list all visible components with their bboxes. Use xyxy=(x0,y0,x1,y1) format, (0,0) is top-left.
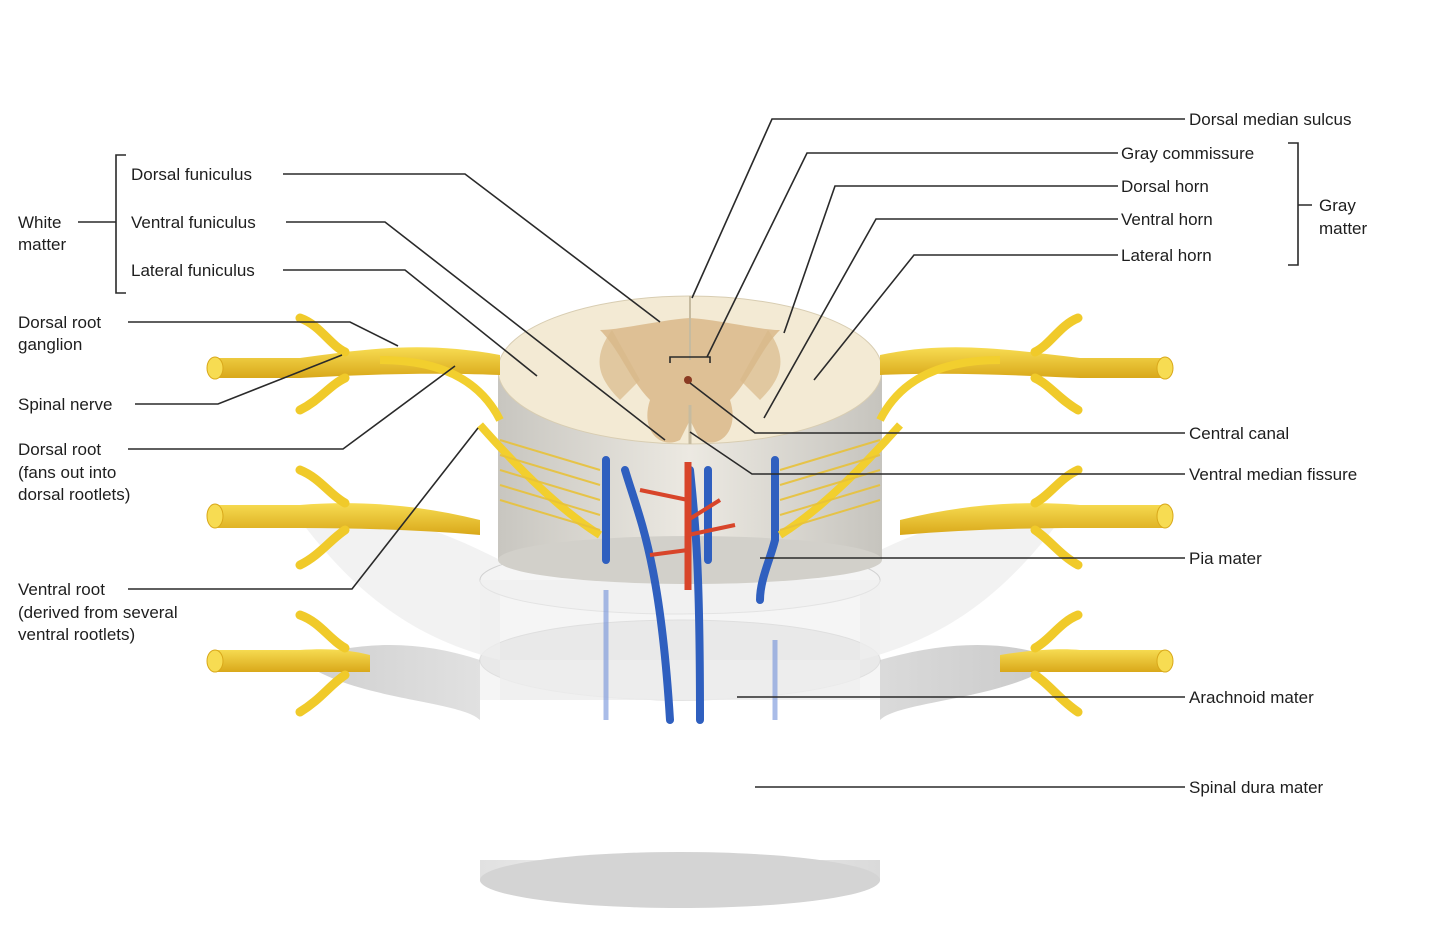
label-ventral-root: Ventral root xyxy=(18,580,105,599)
label-dorsal-root-3: dorsal rootlets) xyxy=(18,485,130,504)
label-lateral-funiculus: Lateral funiculus xyxy=(131,261,255,280)
cord-cross-section xyxy=(497,295,883,445)
label-dorsal-horn: Dorsal horn xyxy=(1121,177,1209,196)
gray-matter-bracket xyxy=(1288,142,1312,266)
label-white-matter-2: matter xyxy=(18,235,67,254)
label-ventral-root-2: (derived from several xyxy=(18,603,178,622)
label-dorsal-root-2: (fans out into xyxy=(18,463,116,482)
label-spinal-nerve: Spinal nerve xyxy=(18,395,113,414)
label-gray-matter-2: matter xyxy=(1319,219,1368,238)
label-spinal-dura-mater: Spinal dura mater xyxy=(1189,778,1324,797)
label-lateral-horn: Lateral horn xyxy=(1121,246,1212,265)
label-dorsal-root-ganglion: Dorsal root xyxy=(18,313,101,332)
white-matter-bracket xyxy=(78,154,126,294)
label-ventral-funiculus: Ventral funiculus xyxy=(131,213,256,232)
label-dorsal-root-ganglion-2: ganglion xyxy=(18,335,82,354)
gray-commissure-bracket xyxy=(669,356,711,363)
label-gray-commissure: Gray commissure xyxy=(1121,144,1254,163)
label-ventral-root-3: ventral rootlets) xyxy=(18,625,135,644)
label-dorsal-root: Dorsal root xyxy=(18,440,101,459)
blood-vessels xyxy=(602,456,779,724)
leader-lines xyxy=(128,118,1185,788)
label-central-canal: Central canal xyxy=(1189,424,1289,443)
label-white-matter: White xyxy=(18,213,61,232)
label-dorsal-median-sulcus: Dorsal median sulcus xyxy=(1189,110,1352,129)
label-ventral-median-fissure: Ventral median fissure xyxy=(1189,465,1357,484)
label-gray-matter: Gray xyxy=(1319,196,1356,215)
label-ventral-horn: Ventral horn xyxy=(1121,210,1213,229)
label-dorsal-funiculus: Dorsal funiculus xyxy=(131,165,252,184)
label-arachnoid-mater: Arachnoid mater xyxy=(1189,688,1314,707)
label-pia-mater: Pia mater xyxy=(1189,549,1262,568)
